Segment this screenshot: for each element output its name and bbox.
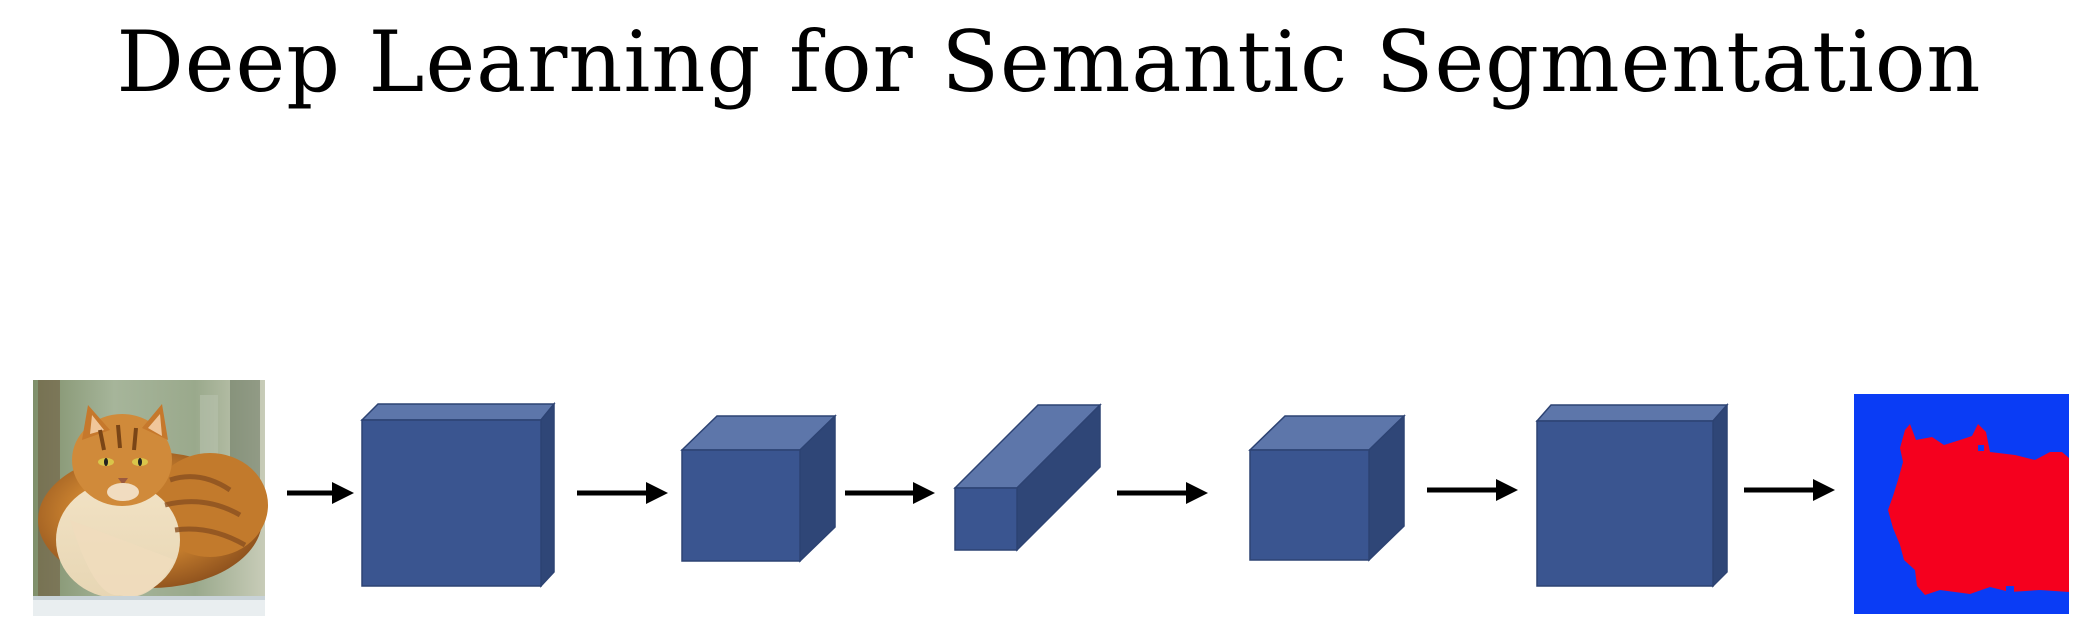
arrow-3	[845, 482, 935, 504]
layer-block-4	[1248, 414, 1406, 562]
arrow-2	[577, 482, 668, 504]
slide-title: Deep Learning for Semantic Segmentation	[116, 13, 1982, 111]
layer-block-2	[680, 414, 837, 563]
arrow-1	[287, 482, 354, 504]
output-segmentation-mask	[1854, 394, 2069, 614]
layer-block-1	[360, 401, 556, 588]
layer-block-5	[1535, 403, 1729, 588]
input-cat-image	[33, 380, 268, 616]
arrows	[287, 479, 1835, 504]
arrow-6	[1744, 479, 1835, 501]
layer-block-3	[953, 403, 1102, 552]
arrow-4	[1117, 482, 1208, 504]
arrow-5	[1427, 479, 1518, 501]
